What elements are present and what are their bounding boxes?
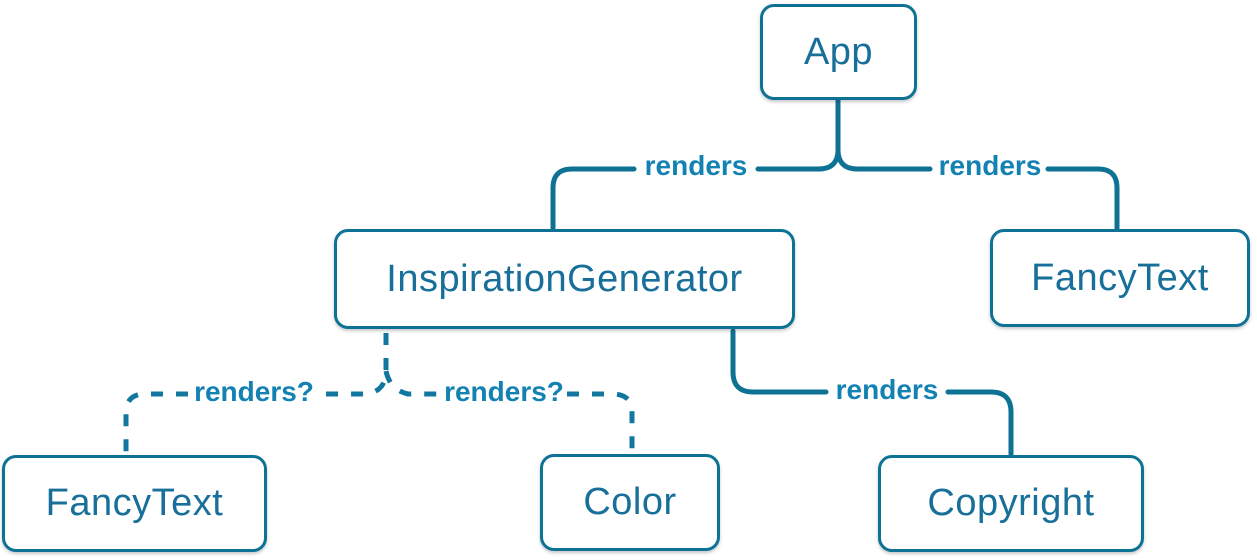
edge-label-inspiration-generator-color: renders? [444,376,564,407]
node-fancy-text-child-label: FancyText [1031,256,1209,299]
node-app: App [760,4,917,100]
node-inspiration-generator-label: InspirationGenerator [386,257,743,300]
edge-app-to-fancy-text-line [835,98,1120,231]
edge-label-inspiration-generator-fancy-text: renders? [194,376,314,407]
node-color: Color [540,454,720,551]
node-inspiration-generator: InspirationGenerator [334,229,795,329]
node-copyright-label: Copyright [927,482,1095,524]
node-fancy-text-grandchild: FancyText [2,455,267,552]
node-fancy-text-grandchild-label: FancyText [45,482,224,524]
node-fancy-text-child: FancyText [990,229,1250,327]
edge-inspiration-generator-to-copyright-line [730,328,1014,457]
edge-label-inspiration-generator-copyright: renders [835,374,939,405]
edge-label-app-fancy-text: renders [938,150,1042,181]
edge-inspiration-generator-to-fancy-text-dashed-line [123,333,389,452]
node-app-label: App [803,30,874,73]
edge-label-app-inspiration-generator: renders [644,150,748,181]
edge-inspiration-generator-to-color-dashed-line [383,370,635,451]
node-color-label: Color [583,481,677,523]
node-copyright: Copyright [878,455,1144,552]
